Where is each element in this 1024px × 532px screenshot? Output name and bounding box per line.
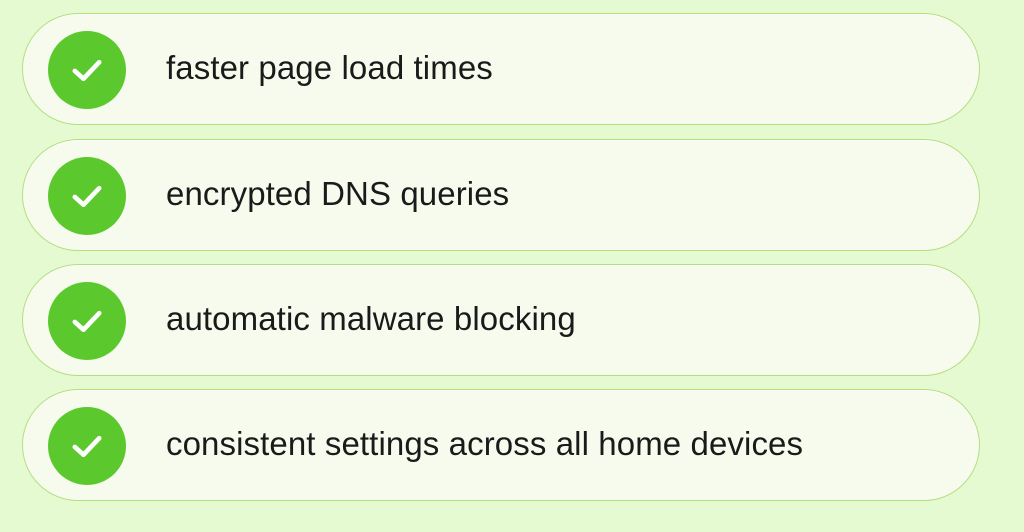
feature-item-malware-blocking: automatic malware blocking xyxy=(22,264,980,376)
feature-label: encrypted DNS queries xyxy=(166,175,510,213)
feature-label: consistent settings across all home devi… xyxy=(166,425,804,463)
checkmark-icon xyxy=(48,407,126,485)
feature-item-encrypted-dns: encrypted DNS queries xyxy=(22,139,980,251)
feature-item-faster-page-load: faster page load times xyxy=(22,13,980,125)
checkmark-icon xyxy=(48,282,126,360)
checkmark-icon xyxy=(48,31,126,109)
feature-label: automatic malware blocking xyxy=(166,300,576,338)
checkmark-icon xyxy=(48,157,126,235)
feature-item-consistent-settings: consistent settings across all home devi… xyxy=(22,389,980,501)
feature-label: faster page load times xyxy=(166,49,493,87)
